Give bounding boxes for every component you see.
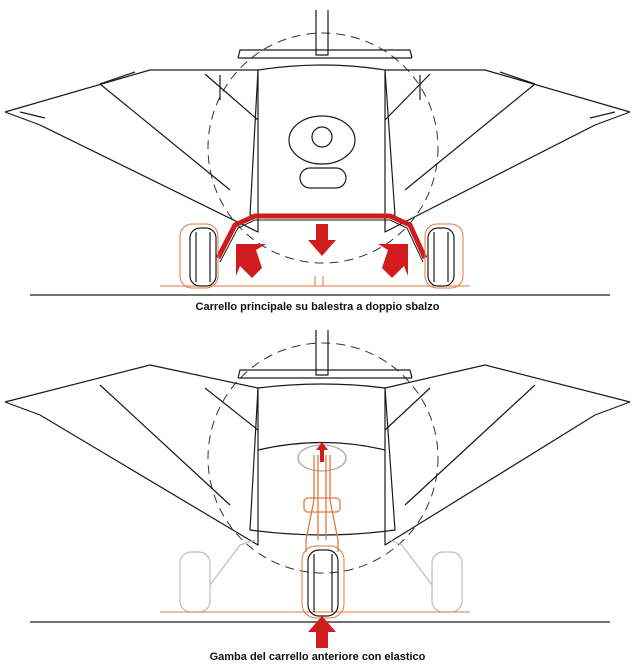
main-gear-faded bbox=[179, 539, 463, 613]
leaf-spring bbox=[215, 213, 428, 260]
arrow-right-wheel bbox=[378, 244, 408, 278]
nose-gear-leg bbox=[297, 444, 347, 552]
arrow-left-wheel bbox=[236, 244, 266, 278]
propeller-disc bbox=[207, 342, 439, 574]
left-wing bbox=[4, 364, 259, 546]
figure-caption-nose-gear: Gamba del carrello anteriore con elastic… bbox=[209, 651, 426, 663]
vertical-fin bbox=[315, 10, 329, 56]
nose-gear-drawing bbox=[4, 330, 631, 648]
nose-gear-diagram bbox=[0, 330, 635, 652]
engine-cowling bbox=[288, 115, 356, 165]
fuselage bbox=[249, 64, 396, 219]
main-gear-drawing bbox=[4, 10, 631, 296]
vertical-fin bbox=[315, 330, 329, 376]
arrow-down-center bbox=[308, 224, 336, 256]
fuselage bbox=[249, 383, 396, 536]
nose-wheel bbox=[307, 549, 339, 617]
horizontal-stabilizer bbox=[237, 49, 413, 59]
right-wing bbox=[384, 364, 631, 546]
main-gear-diagram bbox=[0, 0, 635, 300]
spinner bbox=[311, 126, 333, 148]
figure-caption-main-gear: Carrello principale su balestra a doppio… bbox=[195, 301, 440, 313]
horizontal-stabilizer bbox=[237, 369, 413, 379]
propeller-disc bbox=[207, 32, 439, 264]
air-intake bbox=[299, 167, 347, 189]
arrow-up-small bbox=[316, 442, 328, 462]
right-wheel bbox=[427, 227, 455, 287]
left-wheel bbox=[189, 227, 217, 287]
arrow-up-main bbox=[308, 616, 336, 648]
